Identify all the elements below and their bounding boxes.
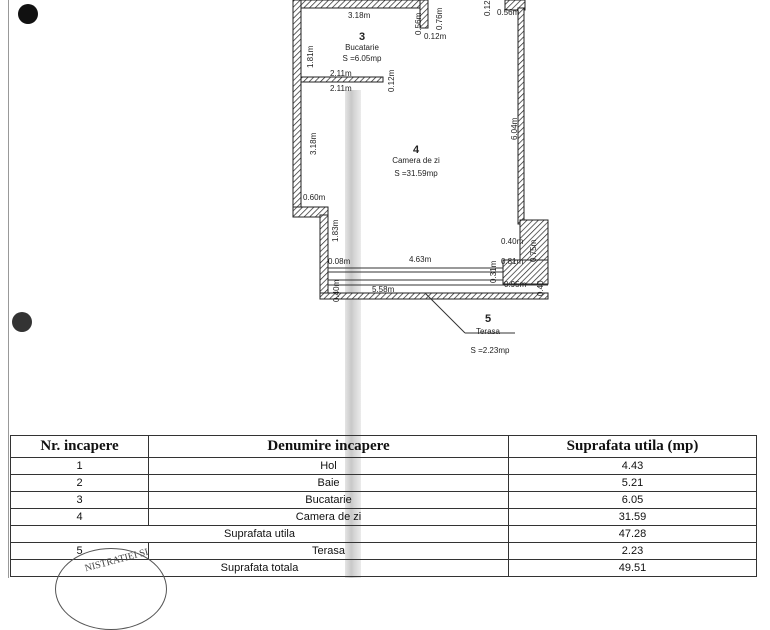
dim-label: 6.04m xyxy=(510,117,519,140)
dim-label: 0.76m xyxy=(435,7,444,30)
dim-label: 0.95m xyxy=(504,280,527,289)
dim-label: 0.81m xyxy=(501,257,524,266)
wall-left-step xyxy=(292,206,329,218)
cell-area: 31.59 xyxy=(508,508,757,526)
room-number: 4 xyxy=(413,144,420,156)
dim-label: 0.31m xyxy=(489,260,498,283)
cell-nr: 2 xyxy=(10,474,149,492)
subtotal-label: Suprafata utila xyxy=(10,525,509,543)
cell-name: Hol xyxy=(148,457,509,475)
wall-left-upper xyxy=(292,0,302,216)
cell-nr: 1 xyxy=(10,457,149,475)
dim-label: 1.81m xyxy=(306,45,315,68)
dim-label: 0.12 xyxy=(483,0,492,16)
wall-right xyxy=(517,7,525,225)
room-area: S =31.59mp xyxy=(394,169,438,178)
dim-label: 0.08m xyxy=(328,257,351,266)
punch-hole-middle xyxy=(12,312,32,332)
cell-nr: 3 xyxy=(10,491,149,509)
cell-area: 5.21 xyxy=(508,474,757,492)
dim-label: 0.40m xyxy=(332,279,341,302)
dim-label: 2.11m xyxy=(330,69,352,78)
total-value: 49.51 xyxy=(508,559,757,577)
walls xyxy=(292,0,549,300)
room-area-table: Nr. incapere Denumire incapere Suprafata… xyxy=(10,435,757,577)
official-stamp: NISTRATIEI SI xyxy=(55,546,167,630)
punch-hole-top xyxy=(18,4,38,24)
room-name: Camera de zi xyxy=(392,156,440,165)
room-name: Terasa xyxy=(476,327,501,336)
dim-label: 0.40 xyxy=(536,280,545,296)
room-area: S =2.23mp xyxy=(471,346,510,355)
wall-left-lower xyxy=(319,214,329,300)
wall-kitchen-partition xyxy=(300,76,384,83)
dim-label: 0.40m xyxy=(501,237,524,246)
wall-top xyxy=(292,0,424,9)
stamp-text: NISTRATIEI SI xyxy=(83,546,150,575)
dim-label: 1.83m xyxy=(331,219,340,242)
room-name: Bucatarie xyxy=(345,43,379,52)
header-area: Suprafata utila (mp) xyxy=(508,435,757,458)
dim-label: 0.60m xyxy=(303,193,326,202)
room-number: 5 xyxy=(485,313,491,325)
cell-area: 6.05 xyxy=(508,491,757,509)
cell-name: Camera de zi xyxy=(148,508,509,526)
dim-label: 0.12m xyxy=(387,69,396,92)
cell-nr: 4 xyxy=(10,508,149,526)
subtotal-value: 47.28 xyxy=(508,525,757,543)
room-number: 3 xyxy=(359,31,365,43)
cell-name: Bucatarie xyxy=(148,491,509,509)
dim-label: 0.56m xyxy=(414,12,423,35)
room-area: S =6.05mp xyxy=(343,54,382,63)
dim-label: 0.12m xyxy=(424,32,447,41)
dim-label: 3.18m xyxy=(309,132,318,155)
cell-area: 2.23 xyxy=(508,542,757,560)
dim-label: 2.11m xyxy=(330,84,352,93)
dim-label: 4.63m xyxy=(409,255,432,264)
cell-area: 4.43 xyxy=(508,457,757,475)
header-nr: Nr. incapere xyxy=(10,435,149,458)
cell-name: Terasa xyxy=(148,542,509,560)
dim-label: 5.58m xyxy=(372,285,395,294)
floor-plan: 3.18m 0.12m 0.56m 0.56m 0.76m 0.12 1.81m… xyxy=(292,0,549,355)
wall-bottom xyxy=(319,292,549,300)
table-header-row: Nr. incapere Denumire incapere Suprafata… xyxy=(10,435,757,458)
wall-top-right xyxy=(504,0,526,11)
dim-label: 3.18m xyxy=(348,11,371,20)
dim-label: 0.56m xyxy=(497,8,520,17)
wall-inner-upper xyxy=(419,0,429,29)
page-edge xyxy=(8,0,9,578)
cell-name: Baie xyxy=(148,474,509,492)
header-name: Denumire incapere xyxy=(148,435,509,458)
dim-label: 0.75m xyxy=(529,239,538,262)
terrace-lines xyxy=(328,267,548,334)
